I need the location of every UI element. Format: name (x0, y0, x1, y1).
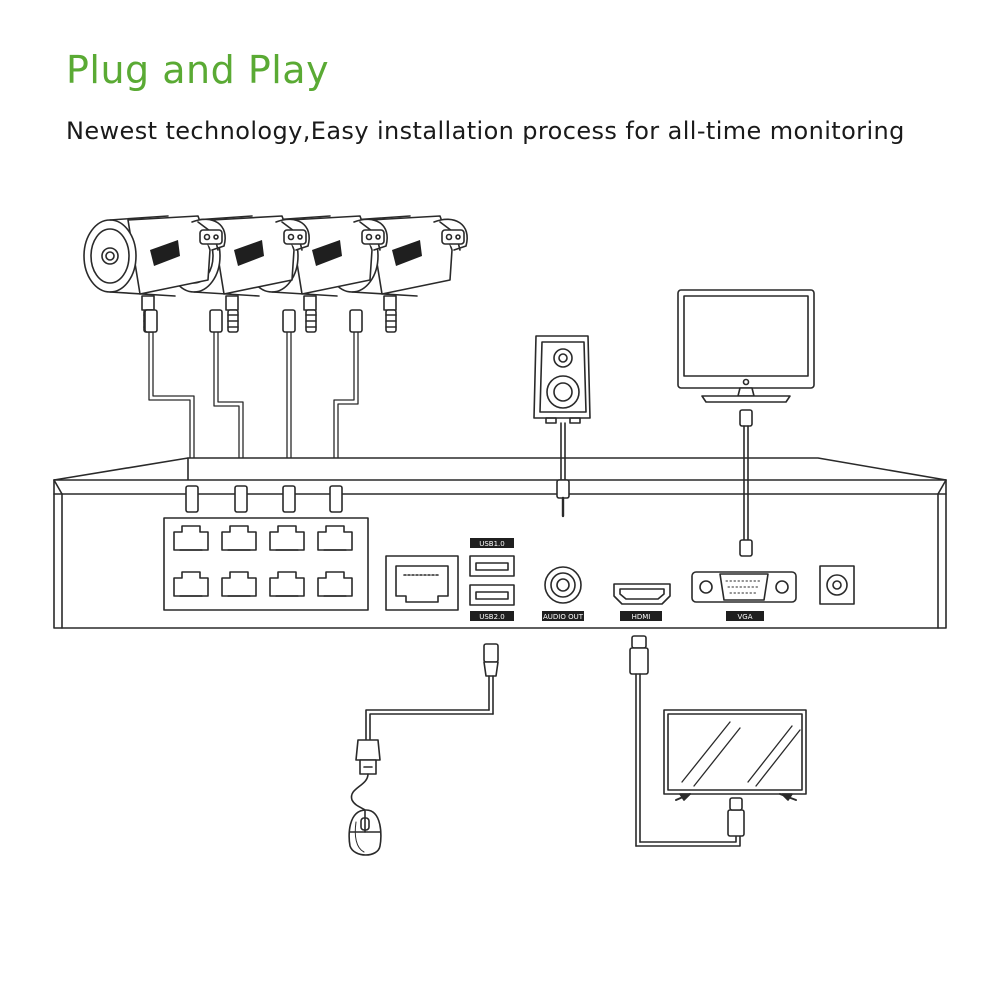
hdmi-port (613, 583, 671, 621)
speaker-icon (533, 335, 591, 424)
lan-port (385, 555, 459, 611)
audio-port (542, 566, 584, 621)
audio-cable (556, 422, 570, 518)
camera-plugs (144, 309, 363, 333)
vga-label: VGA (737, 613, 752, 621)
power-port (819, 565, 855, 605)
usb-cable (355, 643, 499, 775)
audio-out-label: AUDIO OUT (543, 613, 584, 621)
page-title: Plug and Play (66, 48, 330, 92)
usb-ports (469, 538, 515, 621)
vga-port (691, 571, 797, 621)
monitor-icon (677, 289, 815, 403)
vga-cable (739, 409, 753, 557)
usb1-label: USB1.0 (479, 540, 505, 548)
mouse-icon (348, 773, 382, 856)
hdmi-cable (629, 635, 745, 847)
tv-icon (663, 709, 807, 801)
nvr-camera-plugs (185, 485, 343, 513)
camera-cables (148, 331, 359, 487)
page-subtitle: Newest technology,Easy installation proc… (66, 117, 905, 145)
poe-ports (163, 517, 369, 611)
hdmi-label: HDMI (632, 613, 651, 621)
usb2-label: USB2.0 (479, 613, 505, 621)
